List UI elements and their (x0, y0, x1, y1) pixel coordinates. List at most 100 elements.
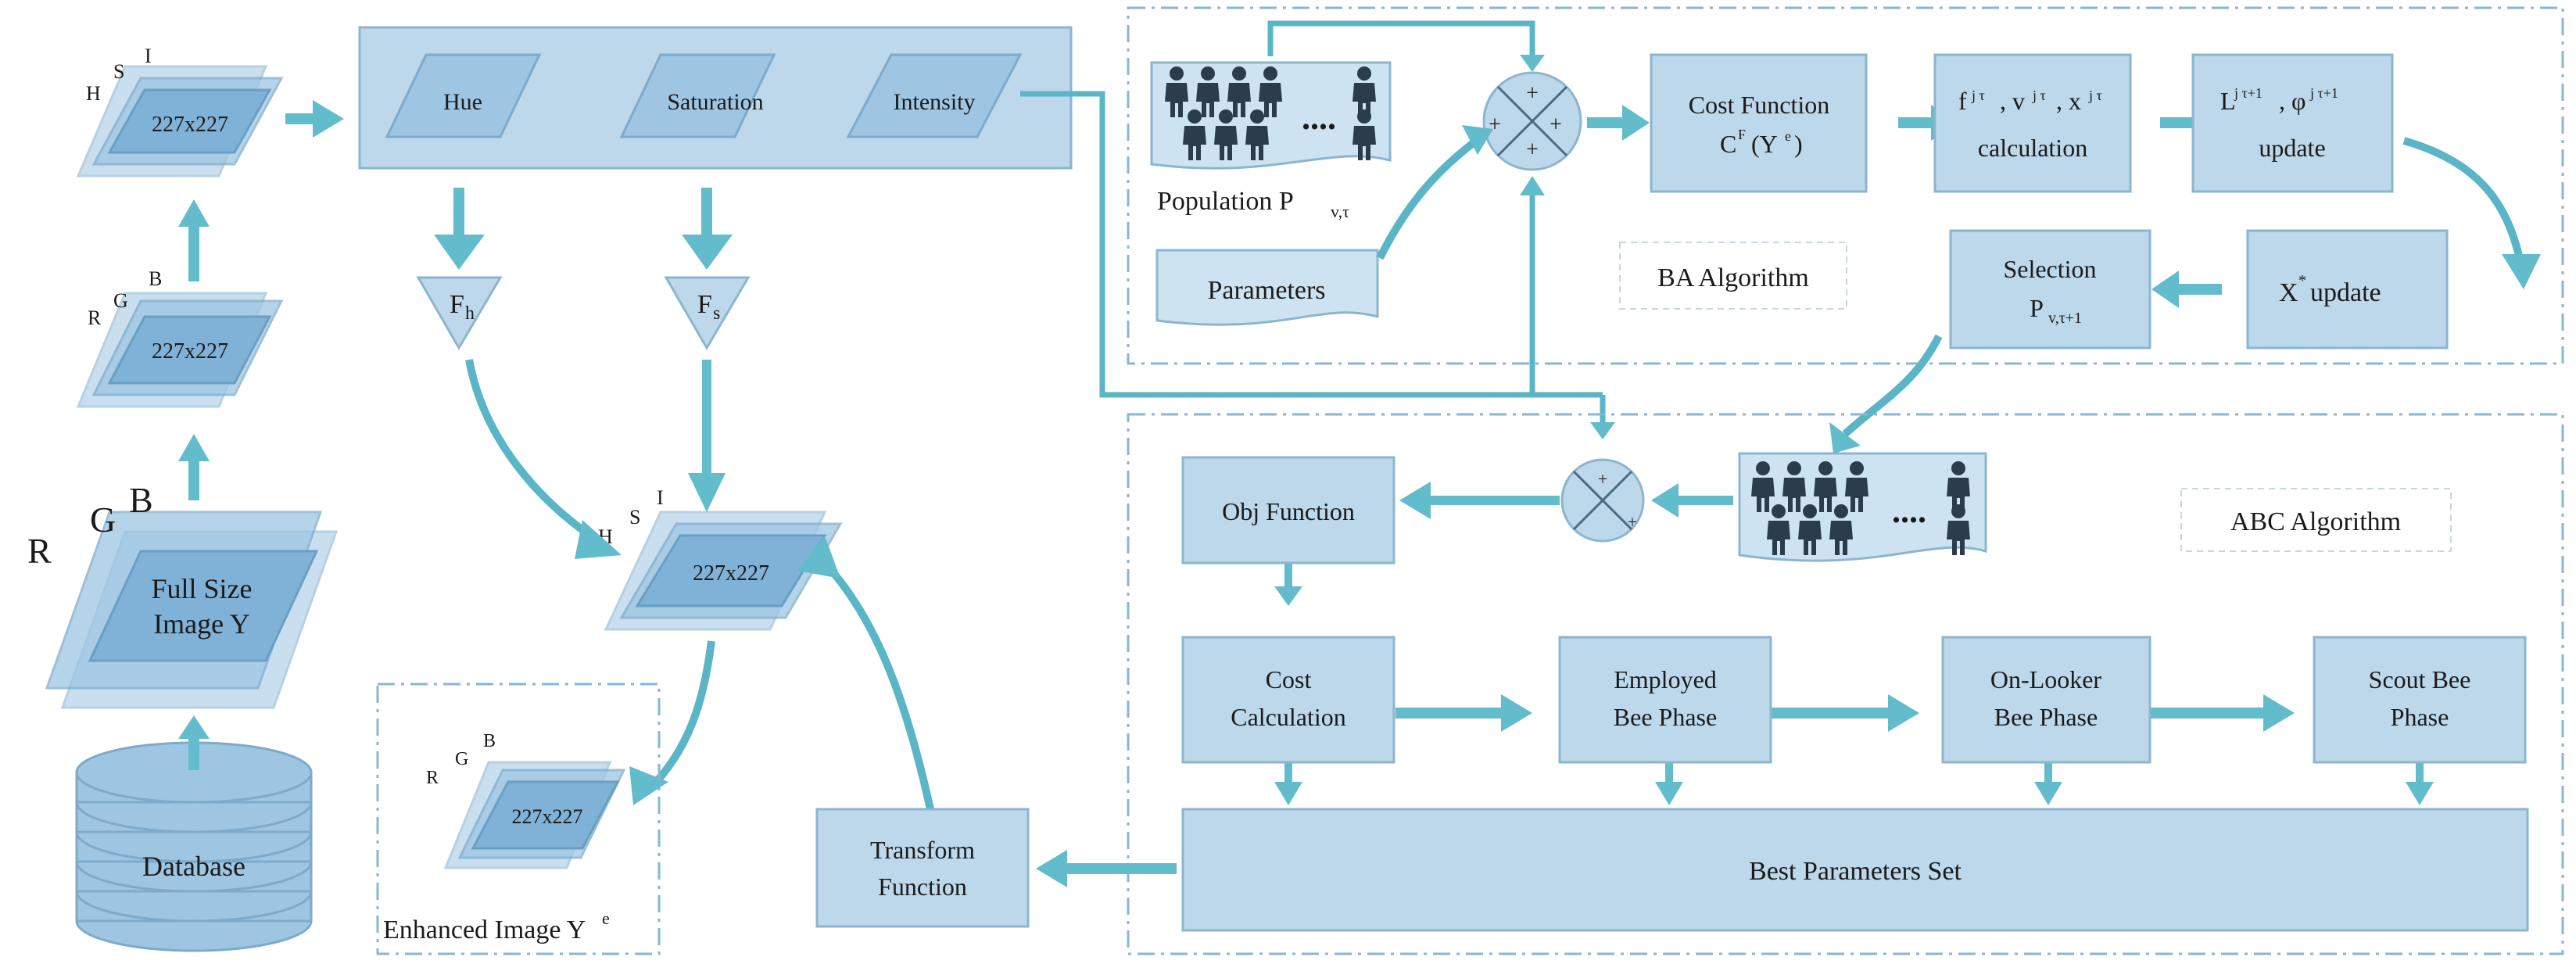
parameters-label: Parameters (1207, 276, 1325, 305)
best-params-label: Best Parameters Set (1749, 857, 1962, 886)
transform-line1: Transform (870, 836, 975, 864)
rgb-size: 227x227 (152, 339, 228, 364)
cost-function-title: Cost Function (1689, 91, 1829, 119)
cost-calc-line2: Calculation (1231, 703, 1346, 731)
database-stack: Database (75, 741, 313, 952)
xstar-sup: * (2298, 272, 2306, 289)
xstar-label: X (2279, 278, 2298, 307)
abc-sum-junction: + + (1560, 458, 1645, 543)
fh-sub: h (465, 303, 475, 324)
population-label: Population P (1157, 187, 1294, 216)
cost-function-sup-f: F (1738, 127, 1746, 142)
ba-population: .... Population P v,τ (1150, 61, 1392, 221)
onlooker-box (1941, 636, 2151, 764)
ba-dots: .... (1302, 99, 1336, 137)
cost-function-tail: (Y (1751, 130, 1778, 158)
letter-b: B (129, 480, 153, 520)
update-top: L (2220, 87, 2236, 115)
fs-label: F (697, 290, 712, 319)
full-size-image: R G B Full Size Image Y (27, 480, 339, 709)
hue-label: Hue (443, 89, 482, 115)
scout-line2: Phase (2391, 703, 2449, 731)
enh-size: 227x227 (512, 805, 583, 828)
intensity-label: Intensity (894, 89, 976, 115)
rgb-b: B (149, 267, 162, 290)
update-sup1: j τ+1 (2234, 85, 2263, 101)
filter-fh: F h (416, 188, 503, 350)
fs-sub: s (713, 303, 720, 324)
ba-sum-junction: + + + + (1482, 71, 1582, 171)
calc-sup2: j τ (2032, 88, 2046, 103)
enhanced-sup: e (602, 908, 610, 928)
enhanced-image: R G B 227x227 Enhanced Image Y e (383, 731, 626, 944)
ba-title: BA Algorithm (1657, 263, 1809, 292)
selection-sub: v,τ+1 (2048, 310, 2082, 327)
scout-line1: Scout Bee (2369, 665, 2471, 693)
abc-title-box (2180, 488, 2452, 552)
cost-function-c: C (1720, 130, 1736, 158)
transform-function (815, 808, 1030, 928)
hsi-s: S (113, 60, 124, 83)
transform-line2: Function (878, 873, 967, 901)
update-mid: , φ (2279, 87, 2306, 115)
cost-calc-box (1181, 636, 1395, 764)
calc-mid: , v (2000, 87, 2025, 115)
abc-dots: .... (1892, 492, 1926, 530)
cost-function-close: ) (1794, 130, 1803, 158)
hsi-channels: Hue Saturation Intensity (385, 53, 1023, 138)
onlooker-line1: On-Looker (1990, 665, 2102, 693)
processed-hsi-image: H S I 227x227 (598, 486, 843, 631)
calc-sup3: j τ (2088, 88, 2102, 103)
hsi-image-stack: H S I 227x227 (76, 45, 284, 177)
hsi-i: I (145, 45, 152, 67)
abc-plus-top: + (1598, 469, 1607, 489)
enh-g: G (455, 749, 468, 769)
employed-box (1558, 636, 1772, 764)
xstar-tail: update (2310, 278, 2381, 307)
calc-end: , x (2056, 87, 2081, 115)
calc-box (1933, 53, 2132, 193)
phsi-size: 227x227 (693, 561, 769, 586)
center-arrows (465, 359, 934, 811)
employed-line1: Employed (1614, 665, 1717, 693)
letter-g: G (90, 500, 116, 539)
selection-box (1949, 229, 2151, 349)
cost-calc-line1: Cost (1266, 665, 1312, 693)
full-size-line2: Image Y (153, 608, 250, 640)
letter-r: R (27, 531, 52, 571)
abc-connectors (1036, 482, 2434, 887)
abc-title: ABC Algorithm (2230, 507, 2401, 536)
abc-plus-right: + (1628, 512, 1637, 532)
onlooker-line2: Bee Phase (1994, 703, 2098, 731)
saturation-label: Saturation (667, 89, 763, 115)
fh-label: F (450, 290, 464, 319)
selection-label: Selection (2003, 255, 2096, 283)
enh-r: R (426, 768, 439, 788)
calc-bottom: calculation (1978, 134, 2087, 162)
employed-line2: Bee Phase (1614, 703, 1717, 731)
ba-parameters: Parameters (1155, 249, 1379, 326)
hsi-size: 227x227 (152, 113, 228, 137)
filter-fs: F s (664, 188, 751, 350)
abc-frame (1127, 413, 2564, 955)
scout-box (2313, 636, 2527, 764)
sum-plus-right: + (1550, 113, 1562, 137)
database-label: Database (142, 851, 245, 882)
calc-top: f (1958, 87, 1967, 115)
phsi-i: I (657, 486, 664, 509)
rgb-g: G (113, 289, 128, 312)
xstar-box (2246, 229, 2449, 349)
update-box (2191, 53, 2394, 193)
calc-sup1: j τ (1971, 88, 1985, 103)
enhanced-frame (376, 683, 661, 955)
best-params-box (1181, 808, 2529, 932)
sum-plus-top: + (1526, 81, 1539, 106)
phsi-s: S (629, 506, 640, 529)
left-column-arrows (178, 100, 344, 770)
hsi-h: H (86, 82, 101, 105)
sum-plus-bottom: + (1526, 138, 1539, 162)
population-sub: v,τ (1331, 202, 1349, 221)
abc-population: .... (1738, 452, 1987, 562)
obj-function-label: Obj Function (1222, 497, 1355, 525)
